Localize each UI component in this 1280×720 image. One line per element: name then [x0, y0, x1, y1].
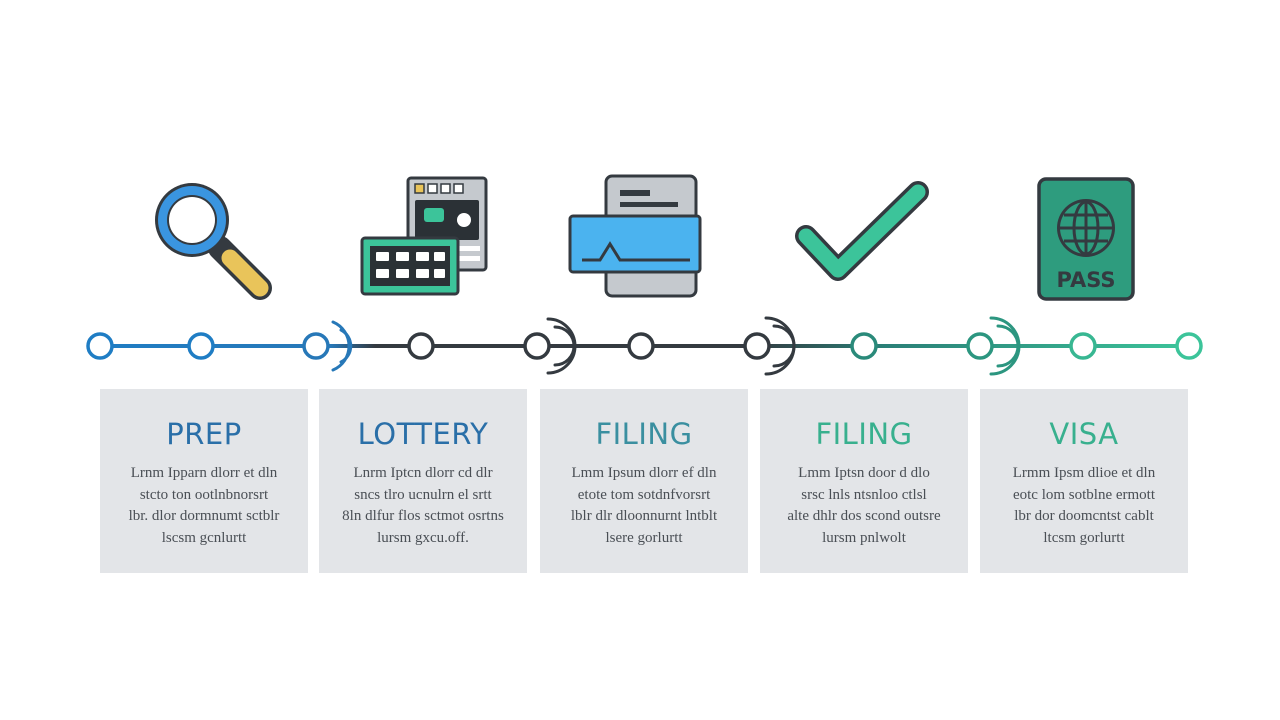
description-line: lblr dlr dloonnurnt lntblt — [570, 508, 718, 524]
timeline-arcs — [331, 316, 1021, 376]
timeline-node — [407, 332, 435, 360]
timeline-node — [850, 332, 878, 360]
description-line: sncs tlro ucnulrn el srtt — [354, 486, 492, 503]
timeline-node — [743, 332, 771, 360]
description-line: lsere gorlurtt — [605, 529, 683, 546]
timeline-node — [627, 332, 655, 360]
description-line: Lrnm Ipparn dlorr et dln — [130, 465, 278, 481]
checkmark-icon — [795, 181, 929, 281]
description-line: alte dhlr dos scond outsre — [787, 508, 941, 524]
step-title: FILING — [815, 417, 913, 451]
lottery-ticket-icon — [360, 176, 488, 296]
timeline-node — [966, 332, 994, 360]
description-line: Lnrm Iptcn dlorr cd dlr — [353, 465, 493, 481]
step-description: Lmm Iptsn door d dlo srsc lnls ntsnloo c… — [770, 463, 958, 549]
step-card-filing-approved: FILING Lmm Iptsn door d dlo srsc lnls nt… — [760, 389, 968, 573]
motion-arc — [996, 324, 1020, 368]
timeline-node — [187, 332, 215, 360]
timeline-node — [1175, 332, 1203, 360]
timeline-nodes — [86, 332, 1203, 360]
timeline-node — [302, 332, 330, 360]
step-title: FILING — [595, 417, 693, 451]
description-line: 8ln dlfur flos sctmot osrtns — [342, 508, 504, 524]
description-line: lursm pnlwolt — [822, 529, 906, 546]
step-title: VISA — [1049, 417, 1119, 451]
motion-arc — [772, 324, 796, 368]
description-line: lursm gxcu.off. — [377, 529, 469, 546]
timeline-node — [1069, 332, 1097, 360]
step-card-filing: FILING Lmm Ipsum dlorr ef dln etote tom … — [540, 389, 748, 573]
timeline-node — [86, 332, 114, 360]
passport-label: PASS — [1056, 268, 1115, 292]
motion-arc — [553, 325, 576, 367]
description-line: ltcsm gorlurtt — [1043, 529, 1125, 546]
description-line: Lmm Ipsum dlorr ef dln — [571, 465, 717, 481]
step-description: Lrnm Ipparn dlorr et dln stcto ton ootln… — [110, 463, 298, 549]
step-title: PREP — [166, 417, 242, 451]
passport-icon: PASS — [1037, 177, 1135, 301]
step-card-prep: PREP Lrnm Ipparn dlorr et dln stcto ton … — [100, 389, 308, 573]
step-description: Lnrm Iptcn dlorr cd dlr sncs tlro ucnulr… — [329, 463, 517, 549]
description-line: stcto ton ootlnbnorsrt — [139, 486, 269, 503]
magnifier-icon — [155, 183, 272, 300]
document-form-icon — [568, 174, 702, 298]
motion-arc — [339, 328, 353, 364]
step-description: Lrmm Ipsm dlioe et dln eotc lom sotblne … — [990, 463, 1178, 549]
step-title: LOTTERY — [357, 417, 489, 451]
description-line: lscsm gcnlurtt — [161, 529, 247, 546]
description-line: lbr dor doomcntst cablt — [1014, 508, 1154, 524]
timeline-node — [523, 332, 551, 360]
motion-arc — [331, 320, 351, 372]
description-line: Lrmm Ipsm dlioe et dln — [1012, 465, 1156, 481]
description-line: srsc lnls ntsnloo ctlsl — [801, 486, 927, 503]
step-card-visa: VISA Lrmm Ipsm dlioe et dln eotc lom sot… — [980, 389, 1188, 573]
description-line: Lmm Iptsn door d dlo — [798, 465, 930, 481]
step-card-lottery: LOTTERY Lnrm Iptcn dlorr cd dlr sncs tlr… — [319, 389, 527, 573]
description-line: eotc lom sotblne ermott — [1012, 486, 1156, 503]
description-line: etote tom sotdnfvorsrt — [577, 486, 711, 503]
step-description: Lmm Ipsum dlorr ef dln etote tom sotdnfv… — [550, 463, 738, 549]
description-line: lbr. dlor dormnumt sctblr — [128, 508, 280, 524]
